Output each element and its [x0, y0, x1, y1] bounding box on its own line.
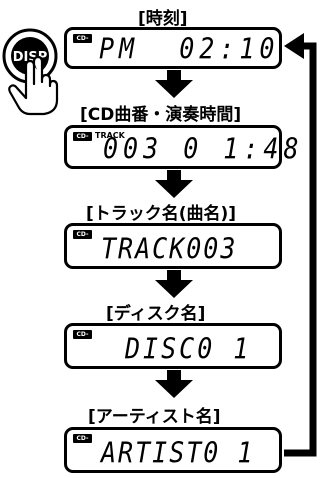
return-loop-arrow-icon [284, 33, 317, 457]
down-arrow-icon [155, 370, 193, 398]
lcd-text-track-time: 003 0 1:48 [103, 132, 304, 166]
cd-in-badge: CD-IN [73, 132, 92, 149]
disp-button-hand-illustration: DISP [2, 28, 59, 116]
lcd-text-disc-name: DISC0 1 [125, 332, 252, 366]
cd-in-badge: CD-IN [73, 434, 92, 451]
track-indicator: TRACK [95, 131, 125, 140]
lcd-text-clock: PM 02:10 [99, 32, 280, 66]
down-arrow-icon [155, 70, 193, 98]
step-label-clock: [時刻] [138, 9, 188, 29]
cd-in-badge: CD-IN [73, 34, 92, 51]
cd-in-badge: CD-IN [73, 330, 92, 347]
lcd-display-clock: CD-IN PM 02:10 [64, 27, 282, 69]
step-label-track-time: [CD曲番・演奏時間] [80, 105, 242, 125]
lcd-display-track-name: CD-IN TRACK003 [64, 223, 282, 269]
hand-icon [8, 55, 59, 116]
lcd-display-track-time: CD-IN TRACK 003 0 1:48 [64, 125, 299, 169]
lcd-display-artist-name: CD-IN ARTIST0 1 [64, 427, 282, 473]
step-label-track-name: [トラック名(曲名)] [86, 204, 237, 224]
lcd-display-disc-name: CD-IN DISC0 1 [64, 323, 282, 369]
step-label-artist-name: [アーティスト名] [88, 407, 221, 427]
step-label-disc-name: [ディスク名] [106, 304, 206, 324]
down-arrow-icon [155, 270, 193, 298]
down-arrow-icon [155, 170, 193, 198]
cd-in-badge: CD-IN [73, 230, 92, 247]
lcd-text-artist-name: ARTIST0 1 [101, 436, 255, 470]
lcd-text-track-name: TRACK003 [101, 232, 238, 266]
